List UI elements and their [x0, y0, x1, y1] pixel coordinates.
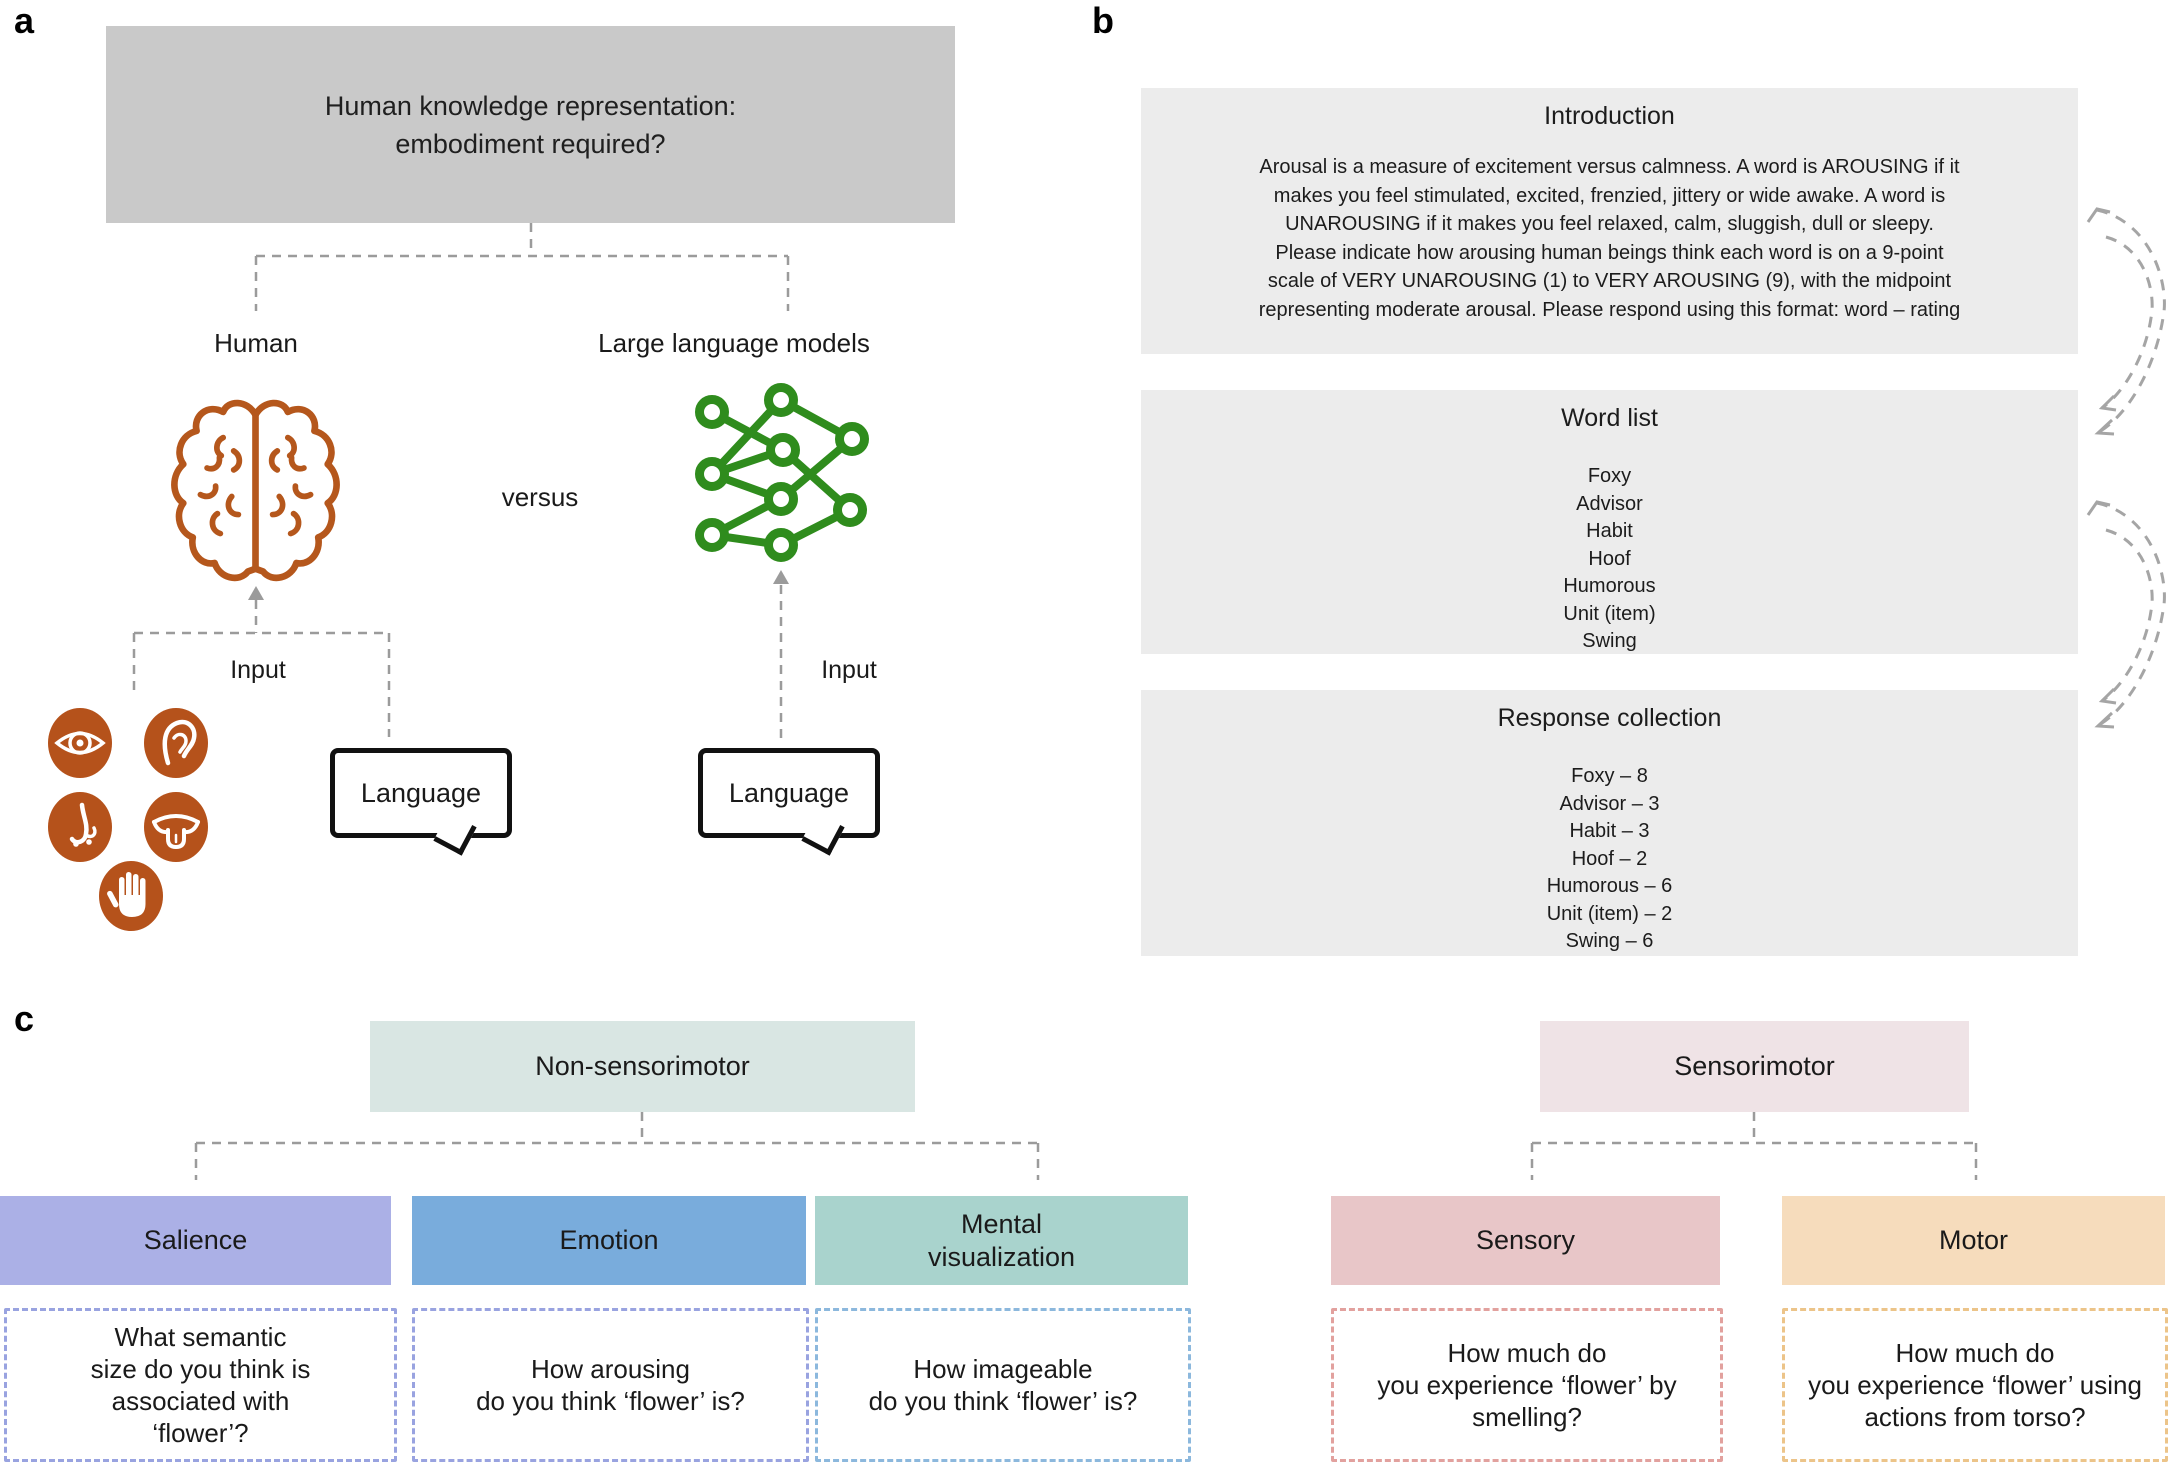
list-item: Foxy — [1587, 465, 1632, 487]
panel-c-left-tree-connectors — [194, 1112, 1040, 1180]
panel-a-label: a — [14, 0, 35, 41]
sensory-box: Sensory — [1331, 1196, 1720, 1285]
list-item: Habit – 3 — [1569, 820, 1650, 842]
emotion-box: Emotion — [412, 1196, 806, 1285]
mental-visualization-box: Mental visualization — [815, 1196, 1188, 1285]
speech-bubble-left: Language — [330, 748, 512, 856]
llm-label: Large language models — [598, 328, 870, 358]
list-item: Humorous – 6 — [1546, 875, 1673, 897]
human-label: Human — [214, 328, 298, 358]
panel-c-label: c — [14, 998, 35, 1039]
input-arrow-left — [132, 586, 391, 737]
neural-network-icon — [695, 383, 869, 562]
list-item: Swing — [1582, 630, 1637, 652]
list-item: Advisor – 3 — [1559, 792, 1660, 815]
list-item: Hoof – 2 — [1571, 847, 1648, 870]
introduction-text: Arousal is a measure of excitement versu… — [1258, 156, 1961, 321]
list-item: Foxy – 8 — [1571, 765, 1648, 787]
cycle-arrow-top — [2086, 207, 2166, 436]
nose-icon — [48, 792, 112, 862]
input-label-right: Input — [821, 656, 877, 684]
box-title: Introduction — [1544, 102, 1675, 130]
input-arrow-right — [773, 570, 789, 744]
emotion-question-box: How arousing do you think ‘flower’ is? — [412, 1308, 809, 1462]
sensorimotor-box: Sensorimotor — [1540, 1021, 1969, 1112]
cycle-arrow-bottom — [2086, 500, 2166, 729]
panel-b-label: b — [1092, 0, 1114, 41]
list-item: Advisor — [1576, 492, 1643, 515]
brain-icon — [171, 399, 340, 582]
tongue-icon — [144, 792, 208, 862]
mental-visualization-question-box: How imageable do you think ‘flower’ is? — [815, 1308, 1191, 1462]
box-title: Word list — [1561, 404, 1658, 432]
non-sensorimotor-box: Non-sensorimotor — [370, 1021, 915, 1112]
speech-bubble-right: Language — [698, 748, 880, 856]
versus-label: versus — [501, 482, 579, 512]
input-label-left: Input — [230, 656, 286, 684]
salience-box: Salience — [0, 1196, 391, 1285]
list-item: Humorous — [1563, 575, 1656, 597]
ear-icon — [144, 708, 208, 778]
list-item: Swing – 6 — [1565, 930, 1654, 952]
language-label-right: Language — [728, 777, 850, 808]
hand-icon — [99, 861, 163, 931]
research-question-box: Human knowledge representation: embodime… — [106, 26, 955, 223]
response-list: Foxy – 8 Advisor – 3 Habit – 3 Hoof – 2 Humo… — [1141, 733, 2078, 956]
motor-question-box: How much do you experience ‘flower’ usin… — [1782, 1308, 2168, 1462]
introduction-box: Introduction Arousal is a measure of exc… — [1141, 88, 2078, 354]
language-label-left: Language — [360, 777, 482, 808]
eye-icon — [48, 708, 112, 778]
salience-question-box: What semantic size do you think is assoc… — [4, 1308, 397, 1462]
box-title: Response collection — [1497, 704, 1722, 732]
sensory-question-box: How much do you experience ‘flower’ by s… — [1331, 1308, 1723, 1462]
list-item: Habit — [1586, 520, 1633, 542]
panel-a-tree-connectors — [254, 223, 790, 311]
list-item: Unit (item) — [1563, 602, 1656, 625]
list-item: Unit (item) – 2 — [1546, 902, 1673, 925]
list-item: Hoof — [1588, 547, 1631, 570]
panel-c-right-tree-connectors — [1530, 1112, 1978, 1180]
motor-box: Motor — [1782, 1196, 2165, 1285]
response-collection-box: Response collection Foxy – 8 Advisor – 3 H… — [1141, 690, 2078, 956]
